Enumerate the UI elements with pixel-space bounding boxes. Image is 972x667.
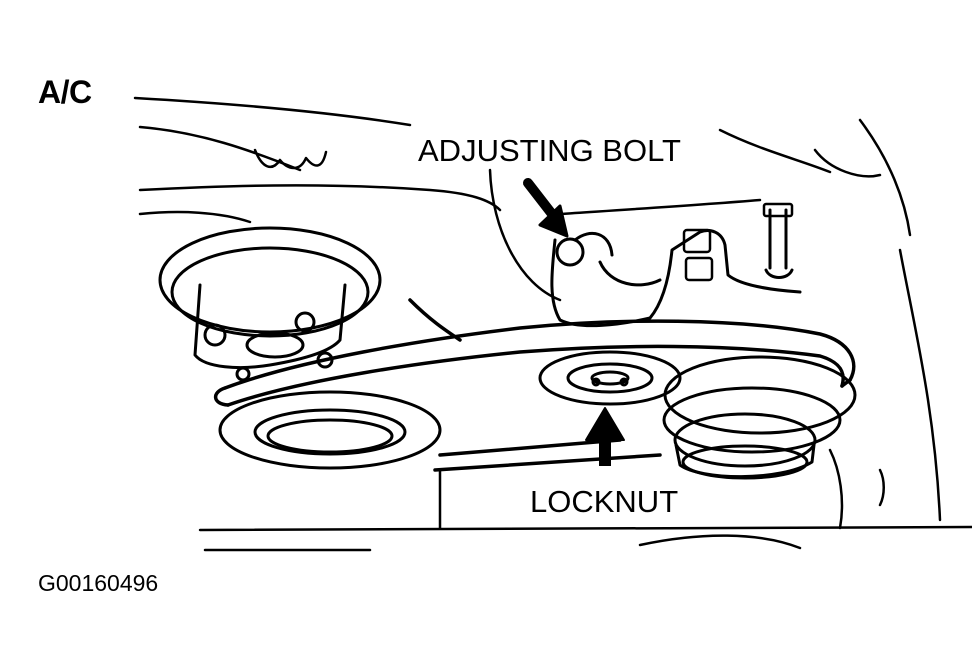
adjusting-bolt-label: ADJUSTING BOLT <box>418 133 681 168</box>
section-title: A/C <box>38 74 92 110</box>
engine-outline <box>133 96 972 552</box>
figure-id: G00160496 <box>38 570 159 596</box>
locknut-arrow <box>585 407 625 466</box>
adjusting-bolt-arrow <box>523 178 569 238</box>
drive-belt <box>213 298 856 472</box>
ac-compressor-pulley <box>662 355 857 480</box>
tensioner-bracket <box>550 202 802 328</box>
left-pulley <box>158 226 382 382</box>
locknut-label: LOCKNUT <box>530 484 679 519</box>
locknut-pulley <box>538 350 682 406</box>
idler-pulley <box>218 390 442 470</box>
